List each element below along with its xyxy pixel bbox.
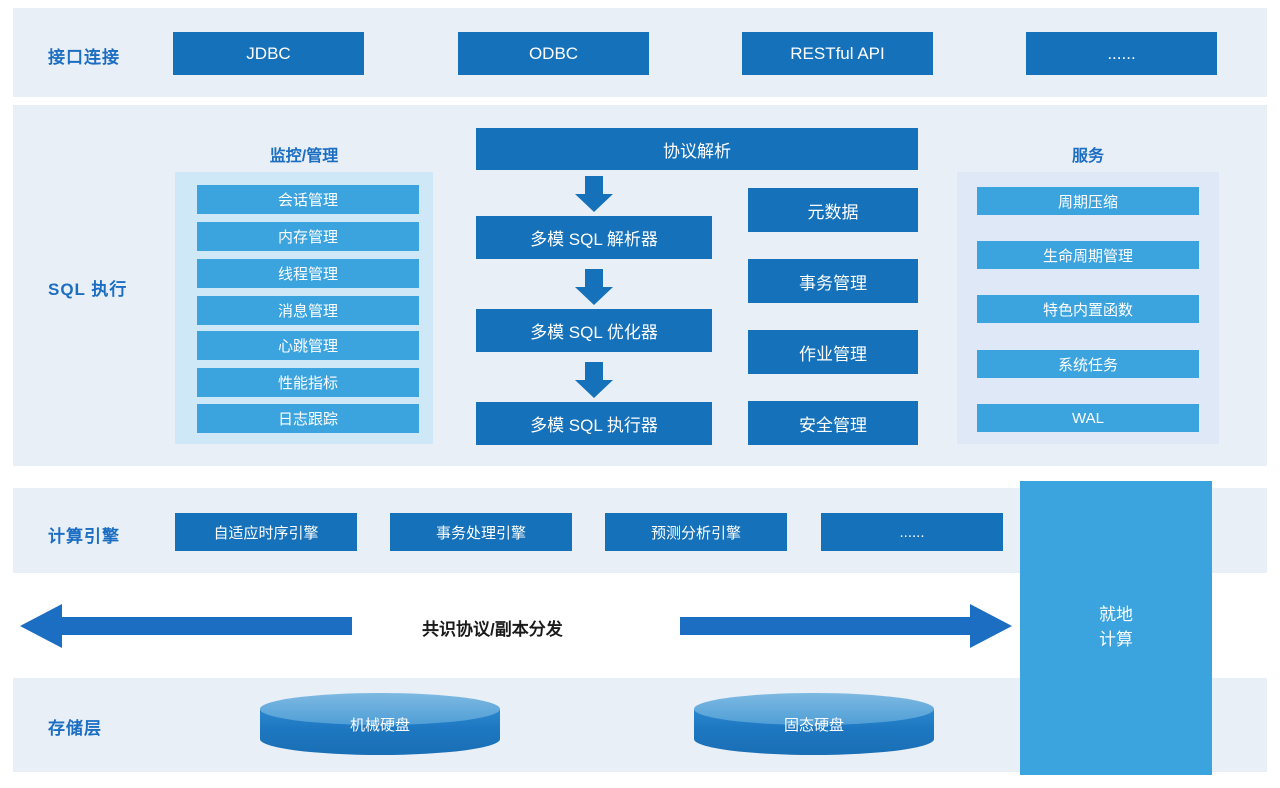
management-item-transaction[interactable]: 事务管理 bbox=[748, 259, 918, 303]
interface-item-more[interactable]: ...... bbox=[1026, 32, 1217, 75]
compute-item-transaction-engine[interactable]: 事务处理引擎 bbox=[390, 513, 572, 551]
pipeline-stage-parser[interactable]: 多模 SQL 解析器 bbox=[476, 216, 712, 259]
sql-row-label: SQL 执行 bbox=[48, 280, 128, 299]
interface-row-label: 接口连接 bbox=[48, 48, 120, 67]
interface-item-odbc[interactable]: ODBC bbox=[458, 32, 649, 75]
service-item-wal[interactable]: WAL bbox=[977, 404, 1199, 432]
service-item-lifecycle-management[interactable]: 生命周期管理 bbox=[977, 241, 1199, 269]
monitor-item-memory[interactable]: 内存管理 bbox=[197, 222, 419, 251]
service-column-title: 服务 bbox=[1071, 148, 1104, 165]
cylinder-disk-icon[interactable] bbox=[260, 693, 500, 755]
interface-item-jdbc[interactable]: JDBC bbox=[173, 32, 364, 75]
compute-row-label: 计算引擎 bbox=[48, 527, 120, 546]
arrow-down-icon bbox=[575, 176, 613, 212]
pipeline-stage-executor[interactable]: 多模 SQL 执行器 bbox=[476, 402, 712, 445]
arrow-down-icon bbox=[575, 362, 613, 398]
compute-item-more[interactable]: ...... bbox=[821, 513, 1003, 551]
pipeline-header-protocol-parse[interactable]: 协议解析 bbox=[476, 128, 918, 170]
monitor-item-thread[interactable]: 线程管理 bbox=[197, 259, 419, 288]
cylinder-disk-icon[interactable] bbox=[694, 693, 934, 755]
monitor-column-title: 监控/管理 bbox=[269, 148, 339, 165]
in-place-compute-column[interactable]: 就地 计算 bbox=[1020, 481, 1212, 775]
monitor-item-heartbeat[interactable]: 心跳管理 bbox=[197, 331, 419, 360]
management-item-security[interactable]: 安全管理 bbox=[748, 401, 918, 445]
in-place-compute-line2: 计算 bbox=[1099, 630, 1133, 649]
arrow-down-icon bbox=[575, 269, 613, 305]
service-item-builtin-functions[interactable]: 特色内置函数 bbox=[977, 295, 1199, 323]
management-item-job[interactable]: 作业管理 bbox=[748, 330, 918, 374]
monitor-item-performance[interactable]: 性能指标 bbox=[197, 368, 419, 397]
in-place-compute-line1: 就地 bbox=[1099, 605, 1133, 625]
service-item-system-tasks[interactable]: 系统任务 bbox=[977, 350, 1199, 378]
arrow-left-icon bbox=[20, 604, 352, 648]
consensus-band-label: 共识协议/副本分发 bbox=[422, 620, 563, 639]
storage-item-hdd-label: 机械硬盘 bbox=[349, 716, 410, 734]
arrow-right-icon bbox=[680, 604, 1012, 648]
service-item-cycle-compression[interactable]: 周期压缩 bbox=[977, 187, 1199, 215]
interface-item-restful-api[interactable]: RESTful API bbox=[742, 32, 933, 75]
pipeline-stage-optimizer[interactable]: 多模 SQL 优化器 bbox=[476, 309, 712, 352]
management-item-metadata[interactable]: 元数据 bbox=[748, 188, 918, 232]
monitor-item-message[interactable]: 消息管理 bbox=[197, 296, 419, 325]
monitor-item-session[interactable]: 会话管理 bbox=[197, 185, 419, 214]
compute-item-adaptive-timeseries-engine[interactable]: 自适应时序引擎 bbox=[175, 513, 357, 551]
storage-item-ssd-label: 固态硬盘 bbox=[783, 716, 844, 734]
storage-row-label: 存储层 bbox=[48, 719, 102, 738]
monitor-item-log-trace[interactable]: 日志跟踪 bbox=[197, 404, 419, 433]
compute-item-predictive-analytics-engine[interactable]: 预测分析引擎 bbox=[605, 513, 787, 551]
